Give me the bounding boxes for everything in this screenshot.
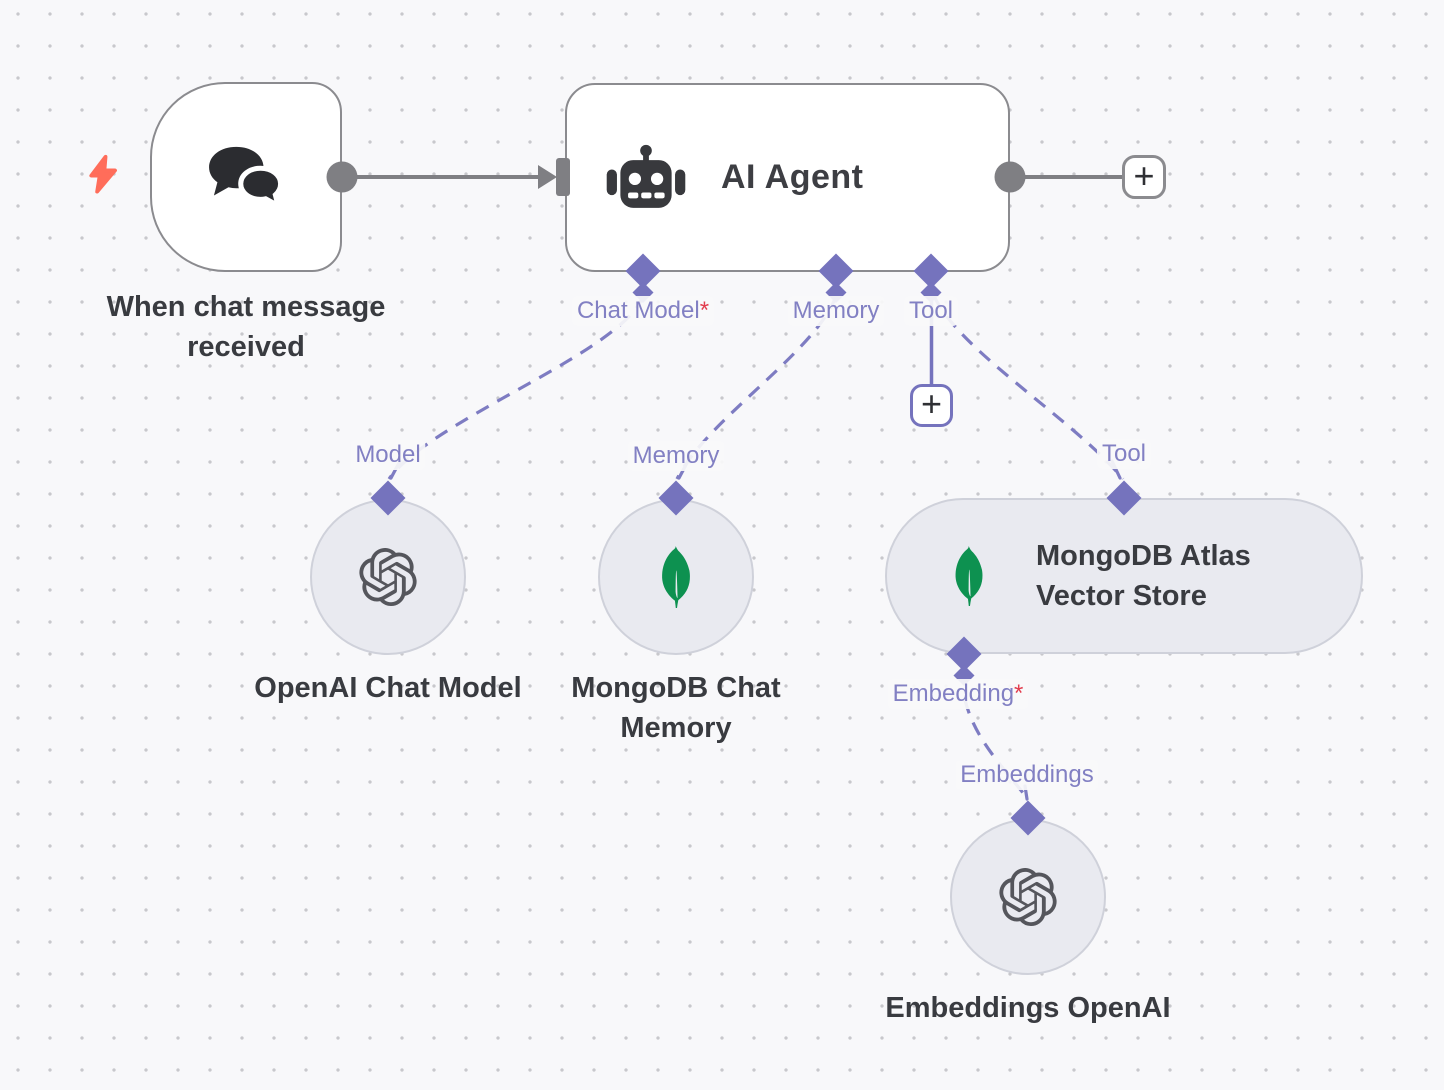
mongodb-leaf-icon xyxy=(955,546,983,606)
mongodb-chat-memory-node[interactable] xyxy=(598,499,754,655)
trigger-node-title: When chat message received xyxy=(106,291,386,363)
mongodb-atlas-vector-store-node[interactable]: MongoDB Atlas Vector Store xyxy=(885,498,1363,654)
openai-chat-model-title: OpenAI Chat Model xyxy=(254,672,522,704)
required-asterisk: * xyxy=(699,297,710,324)
lightning-bolt-icon xyxy=(89,154,117,194)
agent-memory-port-label: Memory xyxy=(787,296,885,326)
embeddings-openai-title: Embeddings OpenAI xyxy=(885,992,1171,1024)
openai-chat-model-node[interactable] xyxy=(310,499,466,655)
chat-bubbles-icon xyxy=(209,146,284,211)
embeddings-openai-node[interactable] xyxy=(950,819,1106,975)
add-tool-button[interactable]: + xyxy=(910,384,953,427)
openai-logo-icon xyxy=(999,868,1057,926)
mongodb-chat-memory-title: MongoDB Chat Memory xyxy=(571,672,781,744)
agent-node-title: AI Agent xyxy=(721,158,864,196)
mongodb-leaf-icon xyxy=(662,546,690,608)
agent-input-arrow xyxy=(538,165,557,189)
add-node-button[interactable]: + xyxy=(1122,155,1166,199)
required-asterisk: * xyxy=(1014,680,1024,707)
vector-store-title: MongoDB Atlas Vector Store xyxy=(1036,540,1251,612)
model-input-label: Model xyxy=(350,440,426,470)
openai-logo-icon xyxy=(359,548,417,606)
agent-tool-port-label: Tool xyxy=(903,296,959,326)
ai-agent-node[interactable]: AI Agent xyxy=(565,83,1010,272)
connection-agent-to-vector-store[interactable] xyxy=(932,295,1125,481)
trigger-node-when-chat-message-received[interactable] xyxy=(150,82,342,272)
embeddings-input-label: Embeddings xyxy=(955,760,1099,790)
memory-input-label: Memory xyxy=(627,441,725,471)
tool-input-label: Tool xyxy=(1096,439,1152,469)
agent-chat-model-port-label: Chat Model* xyxy=(571,296,715,326)
embedding-output-label: Embedding* xyxy=(887,679,1029,709)
robot-icon xyxy=(606,144,686,208)
